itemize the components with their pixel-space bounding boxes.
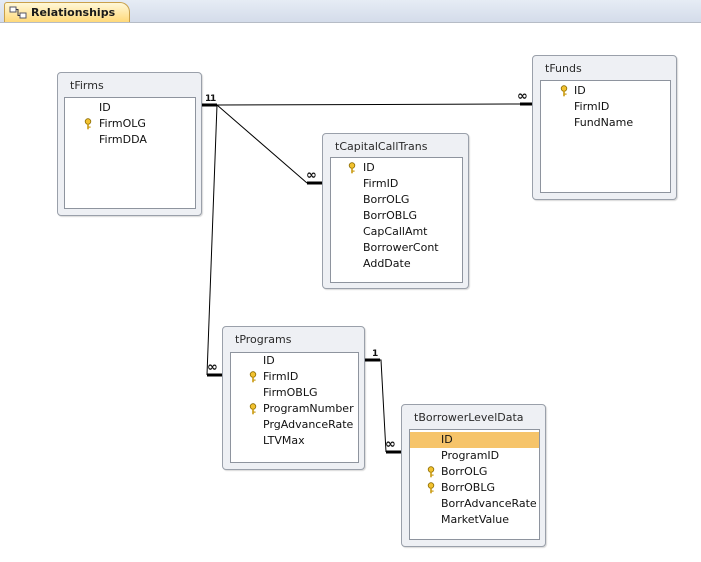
field-row[interactable]: BorrOBLG xyxy=(331,208,462,224)
cardinality-one-firms: 1 xyxy=(205,94,212,104)
field-name: ID xyxy=(99,101,111,114)
field-list: ID FirmID BorrOLG BorrOBLG CapCallAmt Bo… xyxy=(330,157,463,283)
field-name: LTVMax xyxy=(263,434,305,447)
field-name: BorrOLG xyxy=(363,193,410,206)
field-row[interactable]: PrgAdvanceRate xyxy=(231,417,358,433)
field-row[interactable]: ProgramNumber xyxy=(231,401,358,417)
field-name: BorrOBLG xyxy=(441,481,495,494)
field-name: FirmDDA xyxy=(99,133,147,146)
field-row[interactable]: ID xyxy=(231,353,358,369)
field-name: FirmOBLG xyxy=(263,386,318,399)
field-name: FundName xyxy=(574,116,634,129)
field-row[interactable]: MarketValue xyxy=(410,512,539,528)
field-name: ID xyxy=(263,354,275,367)
field-row[interactable]: CapCallAmt xyxy=(331,224,462,240)
field-row[interactable]: BorrOLG xyxy=(331,192,462,208)
field-list: ID FirmOLG FirmDDA xyxy=(64,97,196,209)
document-tab-bar: Relationships xyxy=(0,0,701,23)
field-row[interactable]: FirmOBLG xyxy=(231,385,358,401)
field-name: CapCallAmt xyxy=(363,225,428,238)
primary-key-icon xyxy=(427,482,435,494)
field-name: FirmID xyxy=(263,370,299,383)
field-name: ID xyxy=(574,84,586,97)
field-name: BorrAdvanceRate xyxy=(441,497,537,510)
field-row[interactable]: BorrowerCont xyxy=(331,240,462,256)
primary-key-icon xyxy=(348,162,356,174)
field-list: ID FirmID FundName xyxy=(540,80,671,193)
table-title: tCapitalCallTrans xyxy=(335,140,428,153)
field-row[interactable]: FirmID xyxy=(231,369,358,385)
table-title: tFunds xyxy=(545,62,582,75)
tab-relationships[interactable]: Relationships xyxy=(4,2,131,22)
primary-key-icon xyxy=(560,85,568,97)
field-name: MarketValue xyxy=(441,513,510,526)
field-list: ID FirmID FirmOBLG ProgramNumber PrgAdva… xyxy=(230,352,359,463)
cardinality-many-capitalcalltrans: ∞ xyxy=(306,168,317,183)
cardinality-many-programs: ∞ xyxy=(207,360,218,375)
field-row[interactable]: AddDate xyxy=(331,256,462,272)
primary-key-icon xyxy=(249,371,257,383)
field-row[interactable]: BorrAdvanceRate xyxy=(410,496,539,512)
field-name: FirmID xyxy=(363,177,399,190)
field-row[interactable]: FirmDDA xyxy=(65,132,195,148)
field-row-selected[interactable]: ID xyxy=(410,432,539,448)
field-row[interactable]: ID xyxy=(541,83,670,99)
table-title: tBorrowerLevelData xyxy=(414,411,524,424)
field-row[interactable]: BorrOLG xyxy=(410,464,539,480)
relationships-icon xyxy=(9,6,27,18)
field-row[interactable]: ID xyxy=(65,100,195,116)
field-row[interactable]: BorrOBLG xyxy=(410,480,539,496)
cardinality-many-funds: ∞ xyxy=(517,89,528,104)
primary-key-icon xyxy=(427,466,435,478)
table-title: tPrograms xyxy=(235,333,292,346)
table-tfirms[interactable]: tFirms ID FirmOLG FirmDDA xyxy=(57,72,202,216)
field-name: ID xyxy=(441,433,453,446)
field-name: BorrOBLG xyxy=(363,209,417,222)
field-name: BorrowerCont xyxy=(363,241,439,254)
relationship-programs-borrowerleveldata[interactable] xyxy=(364,358,402,454)
table-title: tFirms xyxy=(70,79,104,92)
field-name: ProgramID xyxy=(441,449,500,462)
field-name: FirmID xyxy=(574,100,610,113)
cardinality-many-borrowerleveldata: ∞ xyxy=(385,437,396,452)
table-tborrowerleveldata[interactable]: tBorrowerLevelData ID ProgramID BorrOLG … xyxy=(401,404,546,547)
field-row[interactable]: FirmID xyxy=(331,176,462,192)
field-row[interactable]: FirmOLG xyxy=(65,116,195,132)
field-row[interactable]: FundName xyxy=(541,115,670,131)
relationship-firms-programs[interactable] xyxy=(206,104,222,377)
cardinality-one-firms-b: 1 xyxy=(210,94,217,104)
field-name: FirmOLG xyxy=(99,117,146,130)
field-row[interactable]: FirmID xyxy=(541,99,670,115)
field-name: ID xyxy=(363,161,375,174)
table-tprograms[interactable]: tPrograms ID FirmID FirmOBLG ProgramNumb… xyxy=(222,326,365,470)
field-name: ProgramNumber xyxy=(263,402,354,415)
table-tcapitalcalltrans[interactable]: tCapitalCallTrans ID FirmID BorrOLG Borr… xyxy=(322,133,469,289)
field-row[interactable]: ID xyxy=(331,160,462,176)
tab-label: Relationships xyxy=(31,6,116,19)
cardinality-one-programs: 1 xyxy=(372,349,379,359)
field-row[interactable]: ProgramID xyxy=(410,448,539,464)
table-tfunds[interactable]: tFunds ID FirmID FundName xyxy=(532,55,677,200)
primary-key-icon xyxy=(249,403,257,415)
field-row[interactable]: LTVMax xyxy=(231,433,358,449)
field-list: ID ProgramID BorrOLG BorrOBLG BorrAdvanc… xyxy=(409,429,540,540)
field-name: AddDate xyxy=(363,257,411,270)
primary-key-icon xyxy=(84,118,92,130)
field-name: PrgAdvanceRate xyxy=(263,418,354,431)
field-name: BorrOLG xyxy=(441,465,488,478)
relationship-firms-funds[interactable] xyxy=(202,102,540,107)
